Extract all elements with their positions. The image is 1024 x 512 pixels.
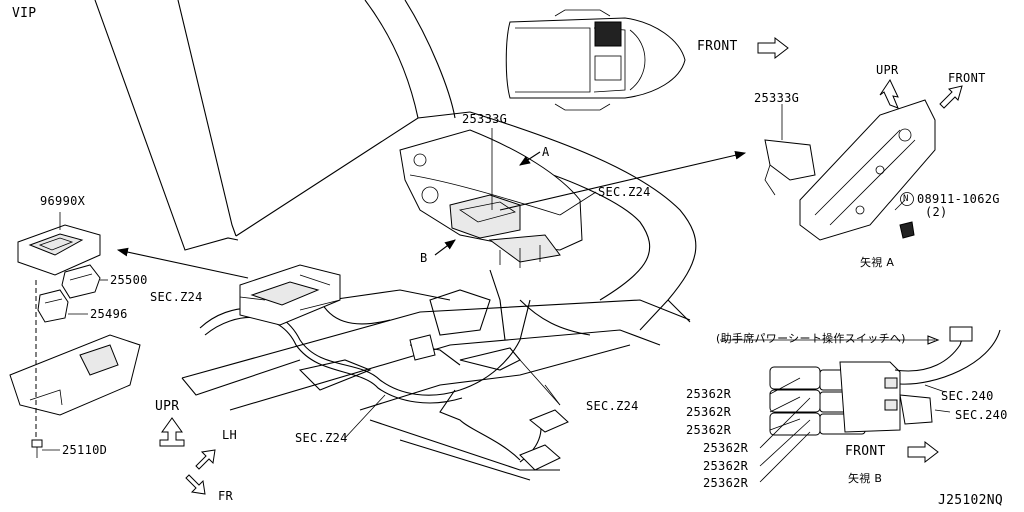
part-25333g-right: 25333G [754, 91, 800, 105]
front-arrow-top [757, 36, 789, 60]
sec-z24-left: SEC.Z24 [150, 290, 203, 304]
fr-label: FR [218, 489, 234, 503]
part-25362r-5: 25362R [703, 459, 749, 473]
left-parts-stack [9, 212, 141, 458]
sec-z24-mid: SEC.Z24 [586, 399, 639, 413]
arrows-bottom-left [159, 417, 216, 495]
seat-frame [399, 129, 583, 268]
sec-z24-center: SEC.Z24 [598, 185, 651, 199]
upr-label-left: UPR [155, 399, 180, 414]
diagram-code: J25102NQ [938, 493, 1004, 508]
part-25500: 25500 [110, 273, 148, 287]
switch-note: (助手席パワーシート操作スイッチへ) [716, 332, 906, 345]
part-08911-qty: (2) [925, 205, 948, 219]
front-label-bottom: FRONT [845, 444, 886, 459]
vip-label: VIP [12, 6, 37, 21]
sec-240-a: SEC.240 [941, 389, 994, 403]
part-25496: 25496 [90, 307, 128, 321]
connectors-bottom [409, 334, 569, 471]
seat-back-outline [94, 0, 471, 251]
view-a-caption: 矢視 A [860, 256, 895, 269]
part-25362r-6: 25362R [703, 476, 749, 490]
leader-lines-center [116, 128, 747, 439]
part-96990x: 96990X [40, 194, 86, 208]
view-a-marker: A [542, 145, 550, 159]
view-b-motors [720, 326, 1001, 483]
seat-rails [181, 289, 691, 481]
view-b-caption: 矢視 B [848, 472, 883, 485]
part-25362r-2: 25362R [686, 405, 732, 419]
center-switch-module [239, 264, 341, 326]
part-25333g-center: 25333G [462, 112, 508, 126]
n-circle-label: N [903, 194, 909, 204]
part-25362r-4: 25362R [703, 441, 749, 455]
view-b-marker: B [420, 251, 428, 265]
car-top-view [505, 9, 686, 111]
lh-label: LH [222, 428, 238, 442]
part-25362r-1: 25362R [686, 387, 732, 401]
sec-240-b: SEC.240 [955, 408, 1008, 422]
part-08911: 08911-1062G [917, 192, 1000, 206]
front-label-right: FRONT [948, 71, 986, 85]
sec-z24-bottom: SEC.Z24 [295, 431, 348, 445]
part-25110d: 25110D [62, 443, 108, 457]
arrows-right-top [879, 78, 963, 109]
part-25362r-3: 25362R [686, 423, 732, 437]
upr-label-right: UPR [876, 63, 899, 77]
view-a-bracket [764, 99, 936, 241]
n-circle [900, 192, 914, 206]
front-label-top: FRONT [697, 39, 738, 54]
